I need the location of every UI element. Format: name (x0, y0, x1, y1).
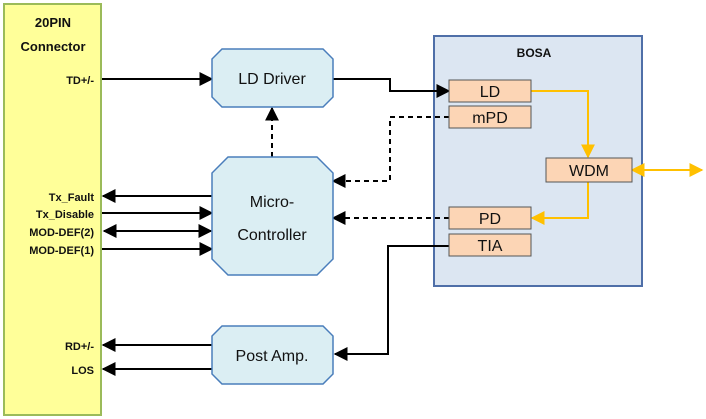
monitor-wires (265, 106, 449, 225)
wdm-box (545, 157, 633, 183)
microcontroller-block: Micro- Controller (211, 156, 334, 276)
ld-driver-shape (211, 48, 334, 108)
mpd-label: mPD (472, 110, 508, 127)
ld-driver-label: LD Driver (238, 71, 306, 88)
post-amp-label: Post Amp. (236, 348, 309, 365)
pin-td-label: TD+/- (66, 75, 94, 87)
pin-mod-def2-label: MOD-DEF(2) (29, 227, 94, 239)
pin-tx-disable-label: Tx_Disable (36, 209, 94, 221)
optical-ld-to-wdm (531, 90, 595, 159)
pd-label: PD (479, 211, 501, 228)
connector-title-line2: Connector (21, 39, 86, 54)
wire-driver-to-ld (333, 78, 451, 98)
optical-wdm-to-pd (530, 182, 589, 225)
pin-tx-fault-label: Tx_Fault (49, 192, 95, 204)
pin-los-label: LOS (71, 365, 94, 377)
post-amp-shape (211, 325, 334, 385)
optical-paths (530, 90, 704, 225)
ld-driver-block: LD Driver (211, 48, 334, 108)
microcontroller-shape (211, 156, 334, 276)
pd-box (448, 206, 532, 230)
bosa-components: LD mPD WDM PD TIA (448, 79, 633, 257)
ld-box (448, 79, 532, 103)
microcontroller-label-line2: Controller (237, 227, 307, 244)
connector: 20PIN Connector TD+/- Tx_Fault Tx_Disabl… (3, 3, 102, 416)
microcontroller-label-line1: Micro- (250, 194, 294, 211)
wire-tia-to-postamp (333, 245, 449, 361)
wire-mpd-to-mcu (331, 116, 449, 188)
tia-box (448, 233, 532, 257)
wdm-label: WDM (569, 163, 609, 180)
bosa-title: BOSA (517, 46, 552, 60)
tia-label: TIA (478, 238, 503, 255)
ld-label: LD (480, 84, 500, 101)
pin-mod-def1-label: MOD-DEF(1) (29, 245, 94, 257)
connector-body (3, 3, 102, 416)
post-amp-block: Post Amp. (211, 325, 334, 385)
connector-title-line1: 20PIN (35, 15, 71, 30)
mpd-box (448, 105, 532, 129)
pin-rd-label: RD+/- (65, 341, 94, 353)
signal-wires (101, 72, 451, 376)
